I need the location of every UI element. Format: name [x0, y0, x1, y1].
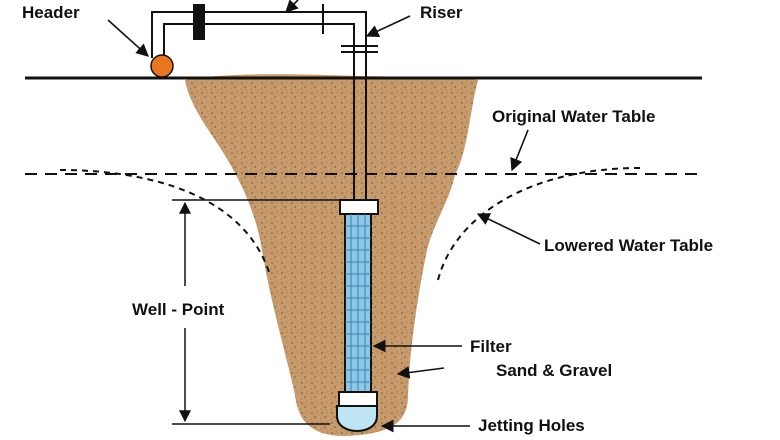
lowered-water-table-left [59, 169, 271, 276]
label-riser: Riser [420, 3, 463, 22]
label-jetting-holes: Jetting Holes [478, 416, 585, 435]
lowered-water-table-right [437, 167, 641, 281]
label-lowered-water-table: Lowered Water Table [544, 236, 713, 255]
label-filter: Filter [470, 337, 512, 356]
riser-collar [339, 199, 379, 215]
leader-arrows [107, 0, 541, 433]
label-sand-gravel: Sand & Gravel [496, 361, 612, 380]
label-header: Header [22, 3, 80, 22]
header-ball [150, 54, 174, 78]
soil-body [185, 74, 478, 436]
well-point-dimension [172, 199, 342, 425]
header-pipe [151, 4, 378, 200]
bottom-collar [338, 391, 378, 407]
label-original-water-table: Original Water Table [492, 107, 655, 126]
jetting-tip [336, 405, 378, 432]
filter-grid [345, 214, 371, 392]
label-well-point: Well - Point [132, 300, 225, 319]
